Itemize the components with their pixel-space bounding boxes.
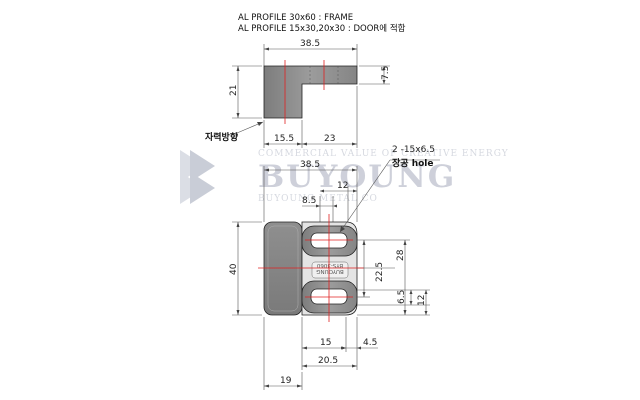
hole-spec-label: 2 -15x6.5 xyxy=(392,145,435,155)
top-left-width-dim: 15.5 xyxy=(274,134,294,144)
watermark-tagline: COMMERCIAL VALUE OF CREATIVE ENERGY xyxy=(258,149,509,159)
emboss-brand: BUYOUNG xyxy=(316,268,344,274)
watermark-company: BUYOUNG METAL CO xyxy=(258,194,378,204)
front-bottom-15-dim: 15 xyxy=(320,338,331,348)
front-slot-offset-dim: 8.5 xyxy=(302,196,316,206)
emboss-model: BYS-3060 xyxy=(316,262,343,268)
front-center-distance-dim: 22.5 xyxy=(375,262,385,282)
emboss-plate: BUYOUNG BYS-3060 xyxy=(311,261,349,279)
header-line-1: AL PROFILE 30x60 : FRAME xyxy=(238,13,353,23)
front-bottom-4-5-dim: 4.5 xyxy=(363,338,377,348)
slot-upper xyxy=(301,225,358,257)
top-width-dim: 38.5 xyxy=(300,39,320,49)
front-bottom-19-dim: 19 xyxy=(280,376,292,386)
top-view-body xyxy=(263,65,358,119)
top-right-width-dim: 23 xyxy=(324,134,335,144)
top-view: 38.5 21 7.5 15.5 23 xyxy=(229,39,391,148)
magnet-direction-label: 자력방향 xyxy=(205,131,239,143)
magnet-direction-callout: 자력방향 xyxy=(205,121,264,143)
front-left-pad xyxy=(263,221,303,316)
hole-label: 장공 hole xyxy=(392,157,433,169)
front-slot-height-dim: 6.5 xyxy=(397,290,407,304)
watermark-brand: BUYOUNG xyxy=(258,159,456,195)
hole-callout: 2 -15x6.5 장공 hole xyxy=(339,145,440,233)
front-height-dim: 40 xyxy=(229,263,239,275)
watermark-logo-icon xyxy=(180,150,215,204)
front-width-dim: 38.5 xyxy=(300,160,320,170)
front-view: BUYOUNG BYS-3060 38.5 12 8.5 40 2 xyxy=(229,160,430,390)
front-lower-height-dim: 12 xyxy=(417,295,427,306)
front-bottom-20-5-dim: 20.5 xyxy=(318,356,338,366)
header-line-2: AL PROFILE 15x30,20x30 : DOOR에 적합 xyxy=(238,23,406,34)
watermark: COMMERCIAL VALUE OF CREATIVE ENERGY BUYO… xyxy=(180,149,509,204)
top-step-dim: 7.5 xyxy=(381,66,391,80)
front-right-height-dim: 28 xyxy=(396,249,406,261)
top-height-dim: 21 xyxy=(229,85,239,96)
front-slot-span-dim: 12 xyxy=(337,181,348,191)
